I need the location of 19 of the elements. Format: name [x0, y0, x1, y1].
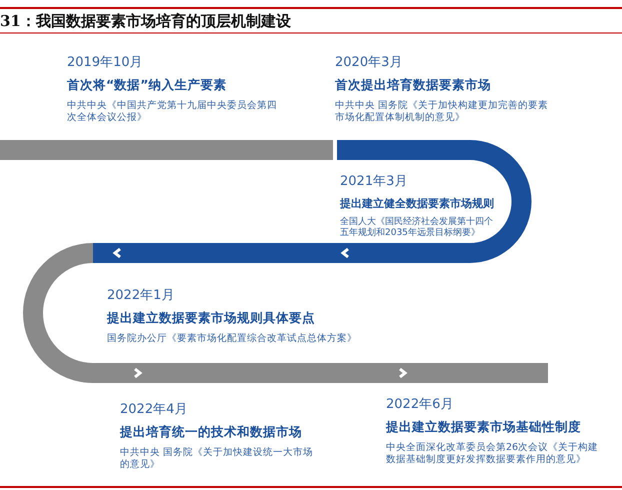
date-label: 2022年4月 [120, 401, 188, 418]
milestone-heading: 提出建立数据要素市场规则具体要点 [107, 310, 316, 327]
milestone-heading: 提出培育统一的技术和数据市场 [120, 424, 303, 441]
source-text: 中央全面深化改革委员会第26次会议《关于构建数据基础制度更好发挥数据要素作用的意见》 [386, 442, 600, 466]
date-label: 2020年3月 [335, 54, 404, 71]
date-label: 2022年6月 [386, 396, 454, 413]
date-label: 2019年10月 [67, 54, 144, 71]
date-label: 2022年1月 [107, 287, 176, 304]
date-label: 2021年3月 [340, 173, 408, 190]
milestone-heading: 首次提出培育数据要素市场 [335, 77, 492, 94]
milestone-heading: 首次将“数据”纳入生产要素 [67, 77, 228, 94]
title: 31：我国数据要素市场培育的顶层机制建设 [0, 12, 291, 31]
milestone-heading: 提出建立健全数据要素市场规则 [340, 196, 495, 211]
source-text: 中共中央《中国共产党第十九届中央委员会第四次全体会议公报》 [67, 100, 278, 124]
source-text: 全国人大《国民经济社会发展第十四个五年规划和2035年远景目标纲要》 [340, 217, 494, 239]
milestone-heading: 提出建立数据要素市场基础性制度 [386, 419, 582, 436]
source-text: 中共中央 国务院《关于加快建设统一大市场的意见》 [120, 447, 314, 471]
source-text: 中共中央 国务院《关于加快构建更加完善的要素市场化配置体制机制的意见》 [335, 100, 550, 124]
source-text: 国务院办公厅《要素市场化配置综合改革试点总体方案》 [107, 333, 358, 345]
